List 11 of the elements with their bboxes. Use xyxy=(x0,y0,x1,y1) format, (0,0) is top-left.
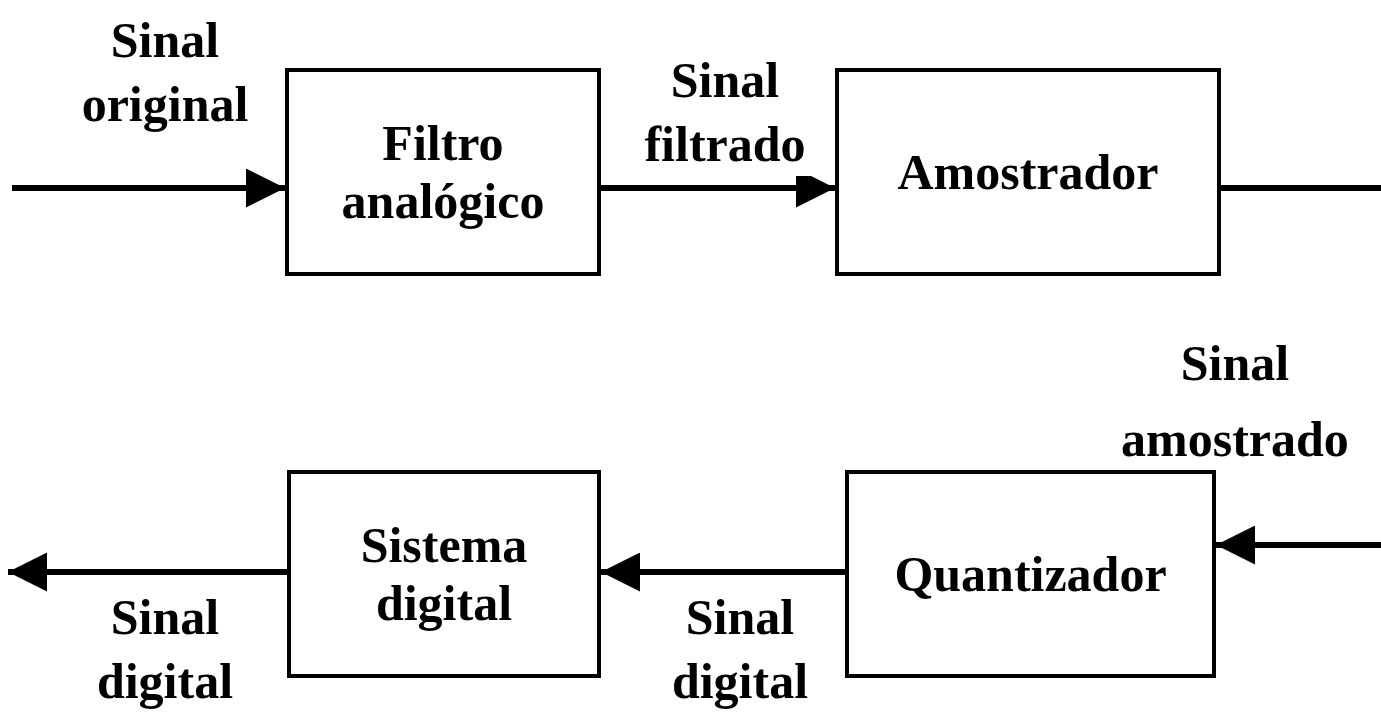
box-label: Sistema digital xyxy=(359,516,529,632)
arrow xyxy=(1216,525,1381,565)
box-label: Quantizador xyxy=(893,545,1168,603)
arrow xyxy=(12,168,285,208)
box-label: Filtro analógico xyxy=(340,114,546,230)
box-label: Amostrador xyxy=(896,143,1160,201)
process-box xyxy=(835,68,1221,276)
process-box xyxy=(287,470,601,678)
process-box xyxy=(285,68,601,276)
arrow xyxy=(8,552,287,592)
process-box xyxy=(845,470,1216,678)
